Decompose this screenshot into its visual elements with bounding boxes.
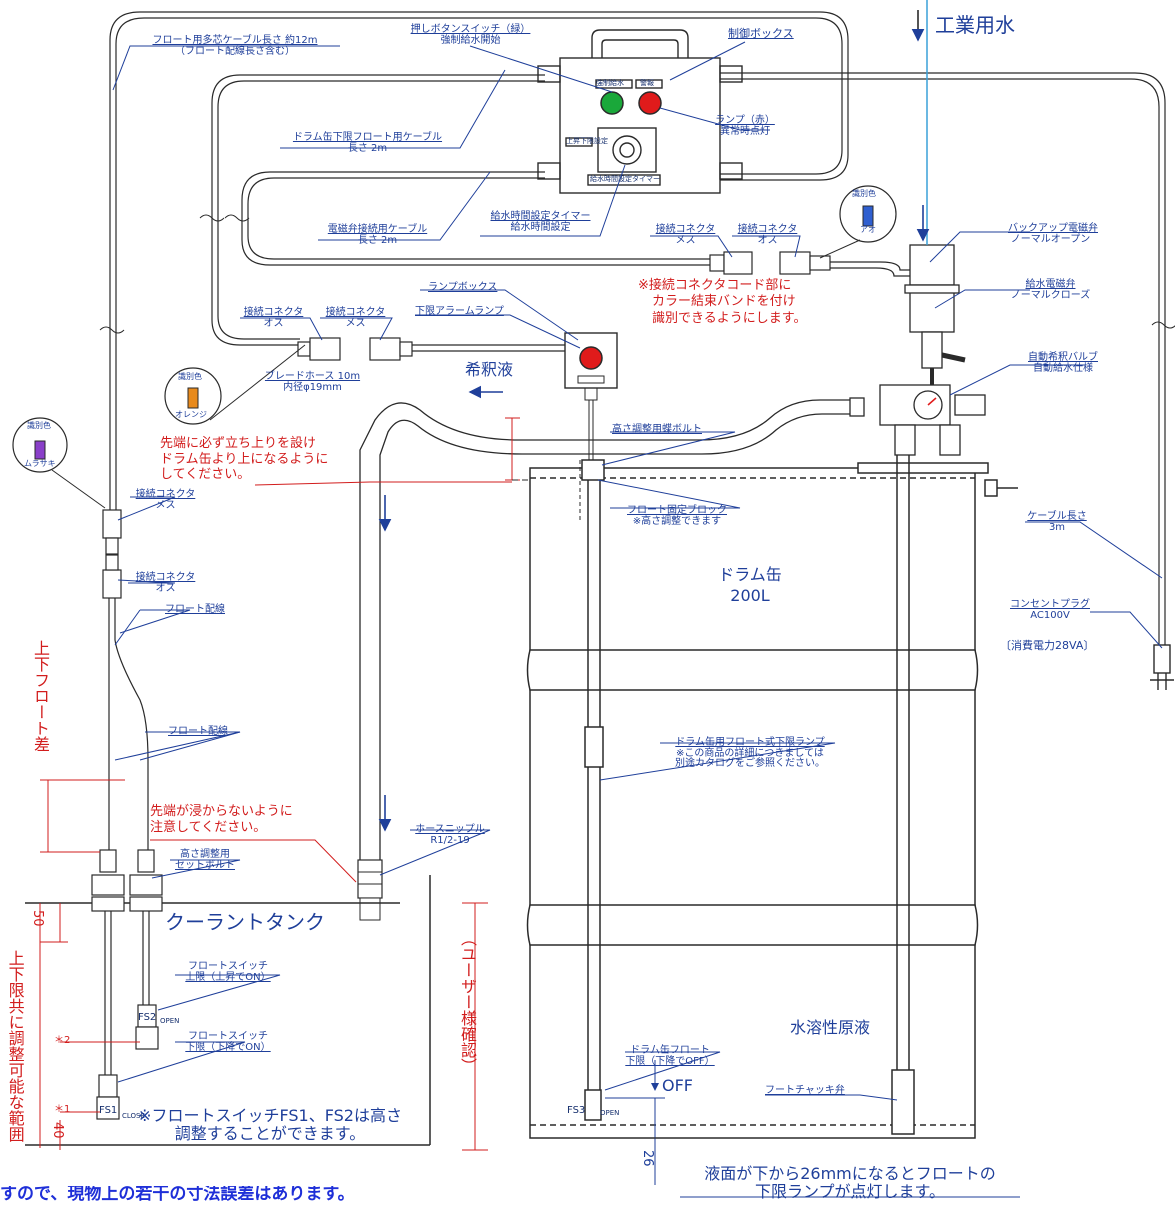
bottom-cut-note: すので、現物上の若干の寸法誤差はあります。: [0, 1186, 355, 1204]
fs1-label: FS1: [99, 1105, 118, 1116]
orange-id-title: 識別色: [178, 372, 202, 381]
blue-id-name: アオ: [860, 225, 876, 234]
purple-id-swatch: [34, 440, 46, 460]
green-push-button: [600, 91, 624, 115]
drum-float-label: ドラム缶フロート 下限（下降でOFF）: [625, 1045, 715, 1067]
backup-valve-label: バックアップ電磁弁 ノーマルオープン: [1008, 223, 1098, 245]
dim-40: 40: [50, 1122, 65, 1139]
float-switch-note: ※フロートスイッチFS1、FS2は高さ 調整することができます。: [138, 1106, 402, 1144]
off-level-label: OFF: [662, 1076, 693, 1095]
fs1-state: CLOSE: [122, 1112, 145, 1120]
dim-26: 26: [640, 1150, 655, 1167]
updown-float-diff-label: 上下フロート差: [31, 640, 50, 752]
float-switch-lower-label: フロートスイッチ 下限（下降でON）: [185, 1031, 271, 1053]
orange-id-name: オレンジ: [175, 410, 207, 419]
coolant-tank-label: クーラントタンク: [165, 910, 325, 934]
valve-cable-label: 電磁弁接続用ケーブル 長さ 2m: [327, 224, 428, 246]
low-alarm-lamp-label: 下限アラームランプ: [415, 306, 504, 317]
diluted-liquid-label: 希釈液: [465, 360, 514, 379]
level-note: 液面が下から26mmになるとフロートの 下限ランプが点灯します。: [704, 1164, 996, 1202]
float-wiring-label-a: フロート配線: [165, 604, 225, 615]
float-cable-label: フロート用多芯ケーブル長さ 約12m （フロート配線長さ含む）: [152, 35, 318, 57]
fs3-label: FS3: [567, 1105, 586, 1116]
power-consumption: 〔消費電力28VA〕: [1000, 639, 1095, 652]
control-box-label: 制御ボックス: [728, 27, 794, 40]
braided-hose-label: ブレードホース 10m 内径φ19mm: [264, 371, 361, 393]
connector-male-mid: 接続コネクタ オス: [243, 307, 304, 329]
cable-length-label: ケーブル長さ 3m: [1027, 511, 1087, 533]
height-bolt-label: 高さ調整用蝶ボルト: [612, 424, 702, 435]
set-bolt-label: 高さ調整用 セットボルト: [175, 849, 235, 871]
lamp-box-label: ランプボックス: [428, 282, 498, 293]
industrial-water-label: 工業用水: [935, 13, 1015, 37]
panel-lamp-caption: 警報: [640, 79, 654, 87]
drum-float-cable-label: ドラム缶下限フロート用ケーブル 長さ 2m: [292, 132, 443, 154]
blue-id-swatch: [862, 205, 874, 227]
drum-label: ドラム缶 200L: [718, 565, 782, 605]
low-alarm-lamp: [579, 346, 603, 370]
connector-male-left: 接続コネクタ オス: [135, 572, 196, 594]
connector-male-top: 接続コネクタ オス: [737, 224, 798, 246]
blue-id-title: 識別色: [852, 189, 876, 198]
rise-note: 先端に必ず立ち上りを設け ドラム缶より上になるように してください。: [160, 436, 329, 483]
float-fix-block-label: フロート固定ブロック ※高さ調整できます: [627, 505, 727, 527]
red-lamp-label: ランプ（赤） 異常時点灯: [715, 115, 775, 137]
auto-mix-valve-label: 自動希釈バルブ 自動給水仕様: [1028, 352, 1098, 374]
mark-2: ＊2: [54, 1035, 71, 1046]
connector-female-left: 接続コネクタ メス: [135, 489, 196, 511]
purple-id-title: 識別色: [27, 421, 51, 430]
supply-valve-label: 給水電磁弁 ノーマルクローズ: [1010, 279, 1091, 301]
drum-float-lamp-label: ドラム缶用フロート式下限ランプ ※この商品の詳細につきましては 別途カタログをご…: [675, 737, 825, 769]
plug-label: コンセントプラグ AC100V: [1010, 599, 1090, 621]
purple-id-name: ムラサキ: [24, 459, 56, 468]
fs2-label: FS2: [138, 1012, 157, 1023]
fs2-state: OPEN: [160, 1017, 180, 1025]
connector-female-mid: 接続コネクタ メス: [325, 307, 386, 329]
mark-1: ＊1: [54, 1104, 71, 1115]
tip-note: 先端が浸からないように 注意してください。: [150, 804, 293, 835]
adjust-range-label: 上下限共に調整可能な範囲: [5, 950, 25, 1142]
panel-button-caption: 強制給水: [596, 79, 624, 87]
float-switch-upper-label: フロートスイッチ 上限（上昇でON）: [185, 961, 271, 983]
fs3-state: OPEN: [600, 1109, 620, 1117]
dim-50: 50: [30, 910, 45, 927]
push-switch-label: 押しボタンスイッチ（緑） 強制給水開始: [410, 24, 531, 46]
hose-nipple-label: ホースニップル R1/2-19: [415, 824, 485, 846]
panel-timer-caption: 給水時間設定タイマー: [590, 175, 660, 183]
red-alarm-lamp: [638, 91, 662, 115]
connector-female-top: 接続コネクタ メス: [655, 224, 716, 246]
water-soluble-label: 水溶性原液: [790, 1018, 871, 1037]
user-check-label: （ユーザー様確認）: [458, 930, 477, 1074]
foot-check-valve-label: フートチャッキ弁: [765, 1085, 845, 1096]
float-wiring-label-b: フロート配線: [168, 726, 228, 737]
orange-id-swatch: [187, 387, 199, 409]
connector-note: ※接続コネクタコード部に カラー結束バンドを付け 識別できるようにします。: [638, 278, 807, 326]
panel-timer-left-caption: 上昇下限設定: [566, 137, 608, 145]
timer-label: 給水時間設定タイマー 給水時間設定: [490, 211, 591, 233]
